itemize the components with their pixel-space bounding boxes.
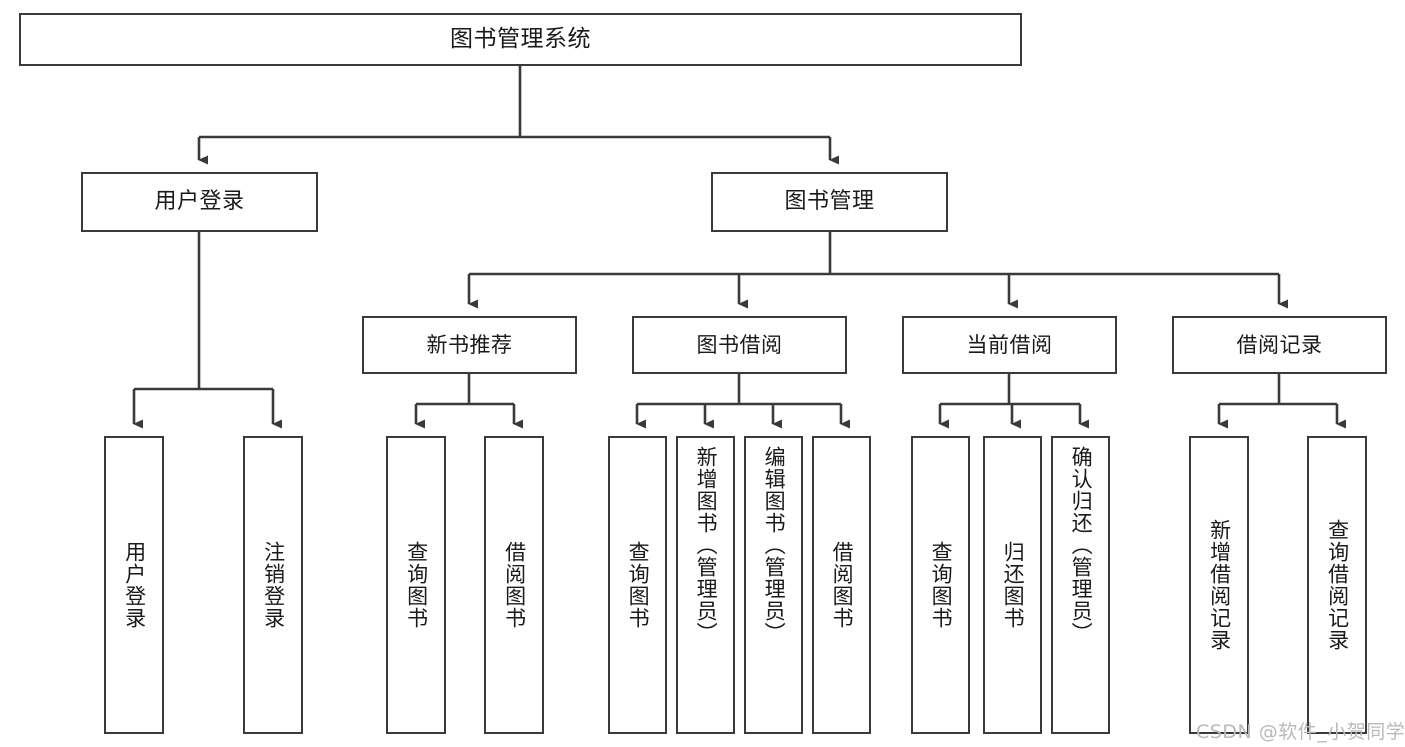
- leaf-logout-label: 注销登录: [261, 541, 286, 629]
- leaf-user-login[interactable]: 用户登录: [104, 436, 164, 734]
- node-borrow-records-label: 借阅记录: [1236, 332, 1323, 357]
- leaf-confirm-return-admin-label: 确认归还（管理员）: [1069, 446, 1094, 644]
- leaf-add-borrow-record[interactable]: 新增借阅记录: [1189, 436, 1249, 734]
- leaf-edit-book-admin-label: 编辑图书（管理员）: [762, 446, 787, 644]
- node-current-borrow-label: 当前借阅: [966, 332, 1053, 357]
- leaf-borrow-books[interactable]: 借阅图书: [812, 436, 871, 734]
- node-user-login[interactable]: 用户登录: [81, 172, 318, 232]
- leaf-query-borrow-record-label: 查询借阅记录: [1325, 519, 1350, 651]
- leaf-add-book-admin-label: 新增图书（管理员）: [694, 446, 719, 644]
- leaf-edit-book-admin[interactable]: 编辑图书（管理员）: [744, 436, 803, 734]
- leaf-borrow-books-recommend-label: 借阅图书: [502, 541, 527, 629]
- leaf-query-books-borrow[interactable]: 查询图书: [608, 436, 667, 734]
- leaf-query-books-current-label: 查询图书: [929, 541, 954, 629]
- watermark: CSDN @软件_小贺同学: [1196, 721, 1405, 743]
- leaf-confirm-return-admin[interactable]: 确认归还（管理员）: [1051, 436, 1110, 734]
- node-borrow-records[interactable]: 借阅记录: [1172, 316, 1387, 374]
- node-user-login-label: 用户登录: [154, 189, 245, 215]
- leaf-add-book-admin[interactable]: 新增图书（管理员）: [676, 436, 735, 734]
- leaf-query-books-borrow-label: 查询图书: [626, 541, 651, 629]
- node-new-book-recommend[interactable]: 新书推荐: [362, 316, 577, 374]
- leaf-borrow-books-label: 借阅图书: [830, 541, 855, 629]
- node-book-management[interactable]: 图书管理: [711, 172, 948, 232]
- leaf-query-books-recommend-label: 查询图书: [404, 541, 429, 629]
- leaf-query-books-current[interactable]: 查询图书: [911, 436, 970, 734]
- node-current-borrow[interactable]: 当前借阅: [902, 316, 1117, 374]
- node-book-borrow-label: 图书借阅: [696, 332, 783, 357]
- node-book-management-label: 图书管理: [784, 189, 875, 215]
- leaf-add-borrow-record-label: 新增借阅记录: [1207, 519, 1232, 651]
- leaf-user-login-label: 用户登录: [122, 541, 147, 629]
- node-book-borrow[interactable]: 图书借阅: [632, 316, 847, 374]
- leaf-logout[interactable]: 注销登录: [243, 436, 303, 734]
- leaf-borrow-books-recommend[interactable]: 借阅图书: [484, 436, 544, 734]
- leaf-query-books-recommend[interactable]: 查询图书: [386, 436, 446, 734]
- leaf-return-books-label: 归还图书: [1001, 541, 1026, 629]
- leaf-return-books[interactable]: 归还图书: [983, 436, 1042, 734]
- node-new-book-recommend-label: 新书推荐: [426, 332, 513, 357]
- node-root[interactable]: 图书管理系统: [19, 13, 1022, 66]
- node-root-label: 图书管理系统: [450, 26, 591, 53]
- leaf-query-borrow-record[interactable]: 查询借阅记录: [1307, 436, 1367, 734]
